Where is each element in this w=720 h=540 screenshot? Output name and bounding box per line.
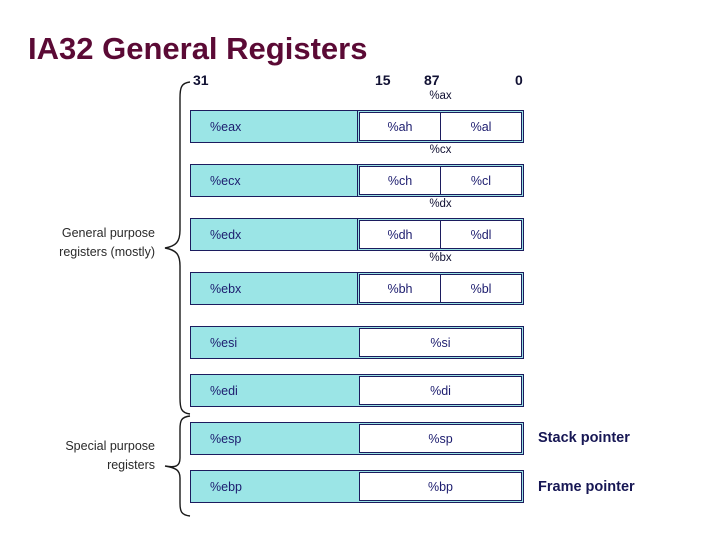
register-label-ecx: %ecx bbox=[210, 173, 241, 188]
subregister-box-ax: %ah %al bbox=[357, 110, 524, 143]
register-row-esi[interactable]: %esi %si bbox=[190, 326, 524, 359]
register-label-ebx: %ebx bbox=[210, 281, 242, 296]
subregister-ch: %ch bbox=[360, 167, 441, 194]
register-label-esp: %esp bbox=[210, 431, 242, 446]
brace-general-purpose bbox=[164, 81, 191, 415]
annotation-frame-pointer: Frame pointer bbox=[538, 479, 635, 495]
brace-special-purpose bbox=[164, 415, 191, 517]
group-label-special-purpose: Special purpose registers bbox=[65, 439, 155, 472]
alias-label-cx: %cx bbox=[429, 144, 452, 156]
subregister-sp: %sp bbox=[428, 431, 453, 446]
register-label-edi: %edi bbox=[210, 383, 238, 398]
register-row-ebx[interactable]: %ebx %bh %bl bbox=[190, 272, 524, 305]
register-label-edx: %edx bbox=[210, 227, 242, 242]
alias-label-ax: %ax bbox=[429, 90, 452, 102]
subregister-box-bp: %bp bbox=[359, 472, 522, 501]
subregister-cl: %cl bbox=[470, 173, 492, 188]
group-label-general-purpose: General purpose registers (mostly) bbox=[59, 226, 155, 259]
subregister-box-cx: %ch %cl bbox=[357, 164, 524, 197]
register-row-edi[interactable]: %edi %di bbox=[190, 374, 524, 407]
bit-label-15: 15 bbox=[375, 72, 391, 88]
subregister-di: %di bbox=[430, 383, 451, 398]
alias-label-bx: %bx bbox=[429, 252, 452, 264]
subregister-bh: %bh bbox=[360, 275, 441, 302]
register-row-ecx[interactable]: %ecx %ch %cl bbox=[190, 164, 524, 197]
register-row-esp[interactable]: %esp %sp bbox=[190, 422, 524, 455]
subregister-ah: %ah bbox=[360, 113, 441, 140]
subregister-box-di: %di bbox=[359, 376, 522, 405]
page-title: IA32 General Registers bbox=[28, 31, 368, 66]
subregister-dh: %dh bbox=[360, 221, 441, 248]
subregister-box-bx: %bh %bl bbox=[357, 272, 524, 305]
subregister-al: %al bbox=[470, 119, 492, 134]
alias-label-dx: %dx bbox=[429, 198, 452, 210]
bit-label-87: 87 bbox=[424, 72, 440, 88]
subregister-box-si: %si bbox=[359, 328, 522, 357]
annotation-stack-pointer: Stack pointer bbox=[538, 430, 630, 446]
subregister-box-sp: %sp bbox=[359, 424, 522, 453]
subregister-dl: %dl bbox=[470, 227, 492, 242]
register-label-eax: %eax bbox=[210, 119, 242, 134]
register-label-ebp: %ebp bbox=[210, 479, 242, 494]
subregister-box-dx: %dh %dl bbox=[357, 218, 524, 251]
bit-label-0: 0 bbox=[515, 72, 523, 88]
register-row-edx[interactable]: %edx %dh %dl bbox=[190, 218, 524, 251]
register-label-esi: %esi bbox=[210, 335, 238, 350]
register-row-eax[interactable]: %eax %ah %al bbox=[190, 110, 524, 143]
register-row-ebp[interactable]: %ebp %bp bbox=[190, 470, 524, 503]
bit-label-31: 31 bbox=[193, 72, 209, 88]
subregister-bp: %bp bbox=[427, 479, 454, 494]
subregister-si: %si bbox=[430, 335, 451, 350]
subregister-bl: %bl bbox=[470, 281, 492, 296]
